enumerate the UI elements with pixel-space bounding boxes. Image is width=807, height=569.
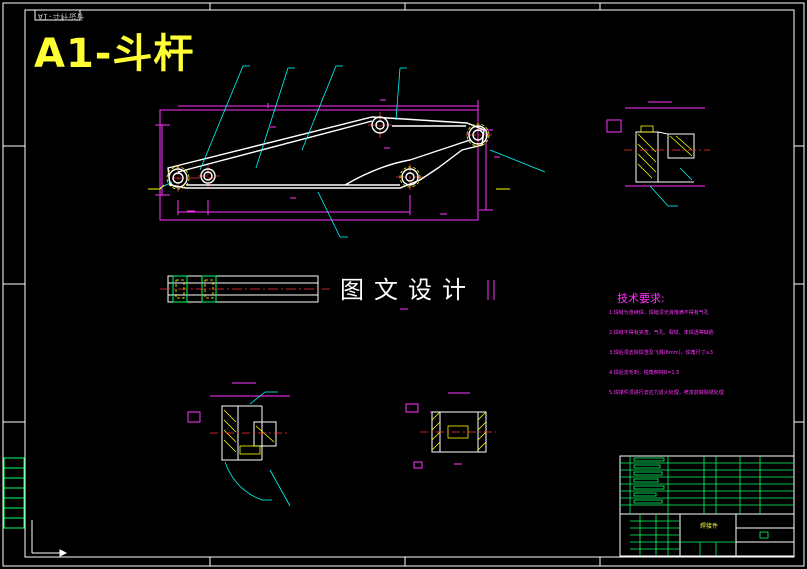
top-view: [160, 275, 495, 310]
title-block: [619, 455, 795, 557]
tech-requirement-item: 2.焊缝不得有夹渣、气孔、裂纹、未焊透等缺陷: [609, 330, 714, 336]
watermark-text: 图文设计: [340, 276, 476, 304]
drawing-title: A1-斗杆: [34, 31, 195, 77]
tech-requirements-title: 技术要求:: [617, 292, 665, 305]
arm-outline: [167, 116, 485, 189]
left-side-table: [3, 457, 25, 529]
title-block-part-name: 焊接件: [700, 523, 719, 530]
tech-requirement-item: 3.焊后须去除焊渣及飞溅(6mm)，焊角尺寸≥3: [609, 350, 713, 356]
weld-symbols: [148, 184, 510, 190]
arm-bosses: [168, 116, 488, 188]
arm-hidden-lines: [166, 123, 490, 190]
arm-leaders: [159, 65, 546, 238]
tech-requirement-item: 1.焊缝为连续焊，焊缝须光滑饱满不得有气孔: [609, 310, 709, 316]
coordinate-axis-icon: [31, 520, 68, 557]
title-block-parts-rows: [620, 456, 794, 556]
arm-centerlines: [172, 112, 492, 192]
frame-zone-ticks: [3, 3, 804, 566]
detail-view-bottom-left: [187, 382, 291, 507]
detail-view-right: [606, 101, 710, 207]
arm-dimensions: [155, 100, 493, 221]
main-arm-view: [148, 65, 546, 238]
arm-dim-ticks: [187, 99, 500, 215]
tech-requirement-item: 5.焊接件须进行去应力退火处理，喷漆前做除锈处理: [609, 390, 724, 396]
mirrored-corner-label: A1-斗杆设计: [38, 12, 85, 21]
tech-requirement-item: 4.焊后去毛刺，锐角倒钝R=1.5: [609, 370, 680, 376]
corner-label-box: [34, 9, 81, 21]
detail-view-bottom-center: [405, 392, 496, 469]
